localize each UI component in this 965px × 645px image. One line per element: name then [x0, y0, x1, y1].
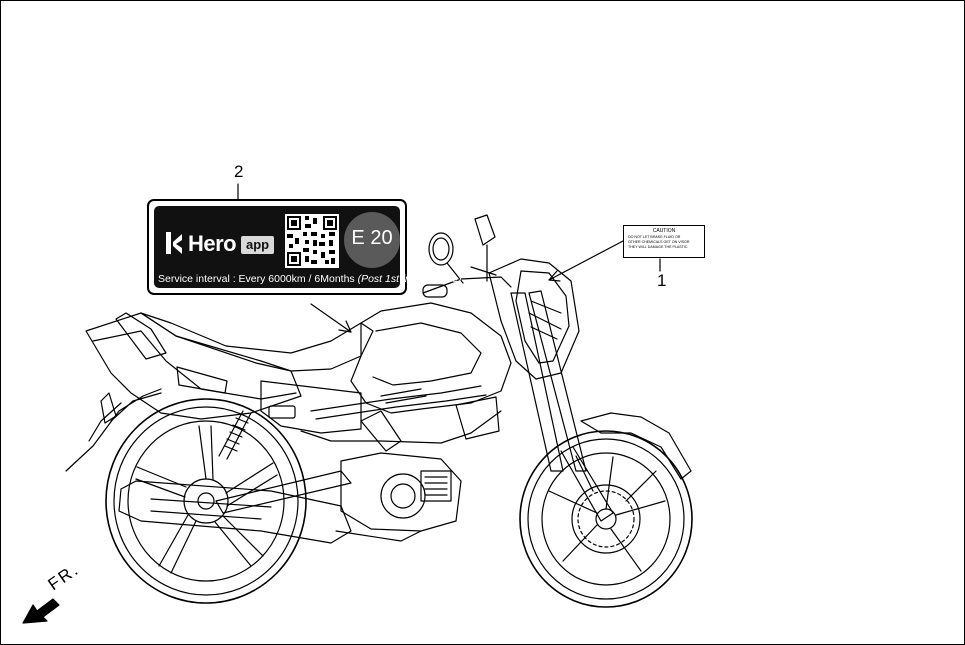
fuel-tank — [350, 302, 512, 414]
sticker-hero-app-label: Hero app E 20 — [147, 199, 461, 295]
seat — [140, 312, 374, 372]
hero-logo-icon — [166, 232, 182, 254]
rear-shock — [218, 410, 252, 460]
leader-arrow-2 — [310, 303, 352, 333]
caution-line: DO NOT LET BRAKE FLUID OR — [628, 235, 681, 239]
front-wheel — [519, 430, 693, 608]
arrow-down-left-icon — [22, 598, 60, 624]
service-note: (Post 1st free Service) — [357, 273, 462, 285]
caution-heading: CAUTION — [652, 228, 676, 234]
service-interval: Service interval : Every 6000km / 6Month… — [158, 273, 355, 285]
callout-number-2: 2 — [234, 162, 244, 181]
caution-line: OTHER CHEMICALS GET ON VISOR — [628, 240, 690, 244]
app-badge: app — [241, 236, 275, 254]
caution-line: THEY WILL DAMAGE THE PLASTIC — [628, 245, 688, 249]
rear-wheel — [105, 398, 307, 604]
swing-arm — [215, 470, 352, 514]
e20-label: E 20 — [351, 227, 393, 249]
leader-arrow-1 — [548, 240, 624, 281]
front-fender — [580, 412, 692, 480]
caution-body: DO NOT LET BRAKE FLUID OR OTHER CHEMICAL… — [628, 235, 702, 250]
qr-code-icon — [285, 214, 339, 268]
sticker-caution-label: CAUTION DO NOT LET BRAKE FLUID OR OTHER … — [623, 225, 705, 258]
callout-number-1: 1 — [657, 271, 667, 290]
brake-disc — [577, 490, 635, 548]
headlamp-cowl — [488, 258, 580, 380]
service-interval-text: Service interval : Every 6000km / 6Month… — [158, 273, 461, 285]
brand-name: Hero — [188, 231, 237, 256]
e20-badge: E 20 — [344, 212, 400, 268]
exhaust — [118, 480, 352, 544]
mirrors — [422, 214, 512, 298]
front-fork — [510, 290, 614, 522]
engine — [300, 396, 502, 532]
rear-fender — [65, 388, 162, 472]
side-panel — [260, 380, 362, 434]
